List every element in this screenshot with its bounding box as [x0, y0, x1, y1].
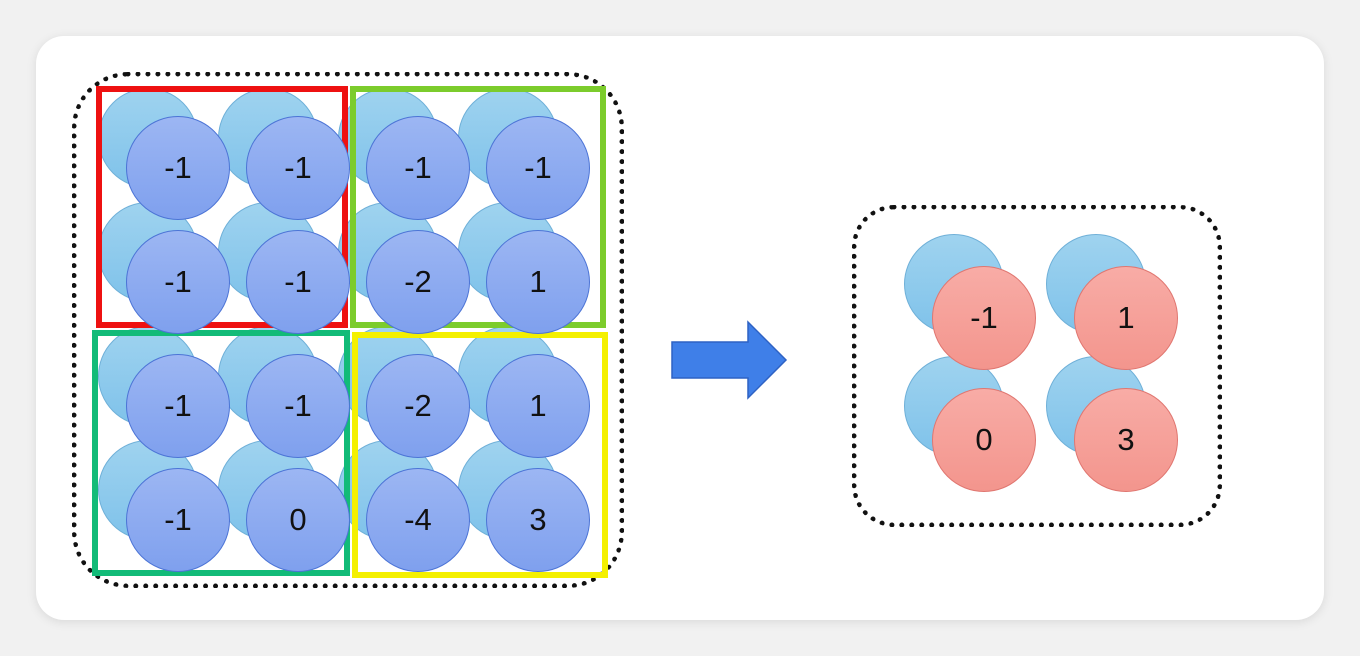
pooled-node: 3 [1074, 388, 1178, 492]
input-node: -1 [486, 116, 590, 220]
input-node: -1 [126, 354, 230, 458]
right-arrow-icon [671, 320, 788, 400]
input-node: 1 [486, 230, 590, 334]
input-node: -1 [246, 116, 350, 220]
pooled-output-outline [852, 205, 1222, 527]
region-top-left [96, 86, 348, 328]
input-node: 1 [486, 354, 590, 458]
input-node: -1 [246, 354, 350, 458]
input-node: 3 [486, 468, 590, 572]
input-node: -2 [366, 354, 470, 458]
input-node: -1 [366, 116, 470, 220]
pooled-node: 0 [932, 388, 1036, 492]
input-node: -1 [126, 230, 230, 334]
pooled-node: -1 [932, 266, 1036, 370]
input-node: -1 [126, 468, 230, 572]
input-node: -4 [366, 468, 470, 572]
input-feature-map-outline [72, 72, 624, 588]
region-bottom-left [92, 330, 350, 576]
region-top-right [350, 86, 606, 328]
pooled-node: 1 [1074, 266, 1178, 370]
input-node: -2 [366, 230, 470, 334]
input-node: -1 [246, 230, 350, 334]
input-node: -1 [126, 116, 230, 220]
region-bottom-right [352, 332, 608, 578]
input-node: 0 [246, 468, 350, 572]
